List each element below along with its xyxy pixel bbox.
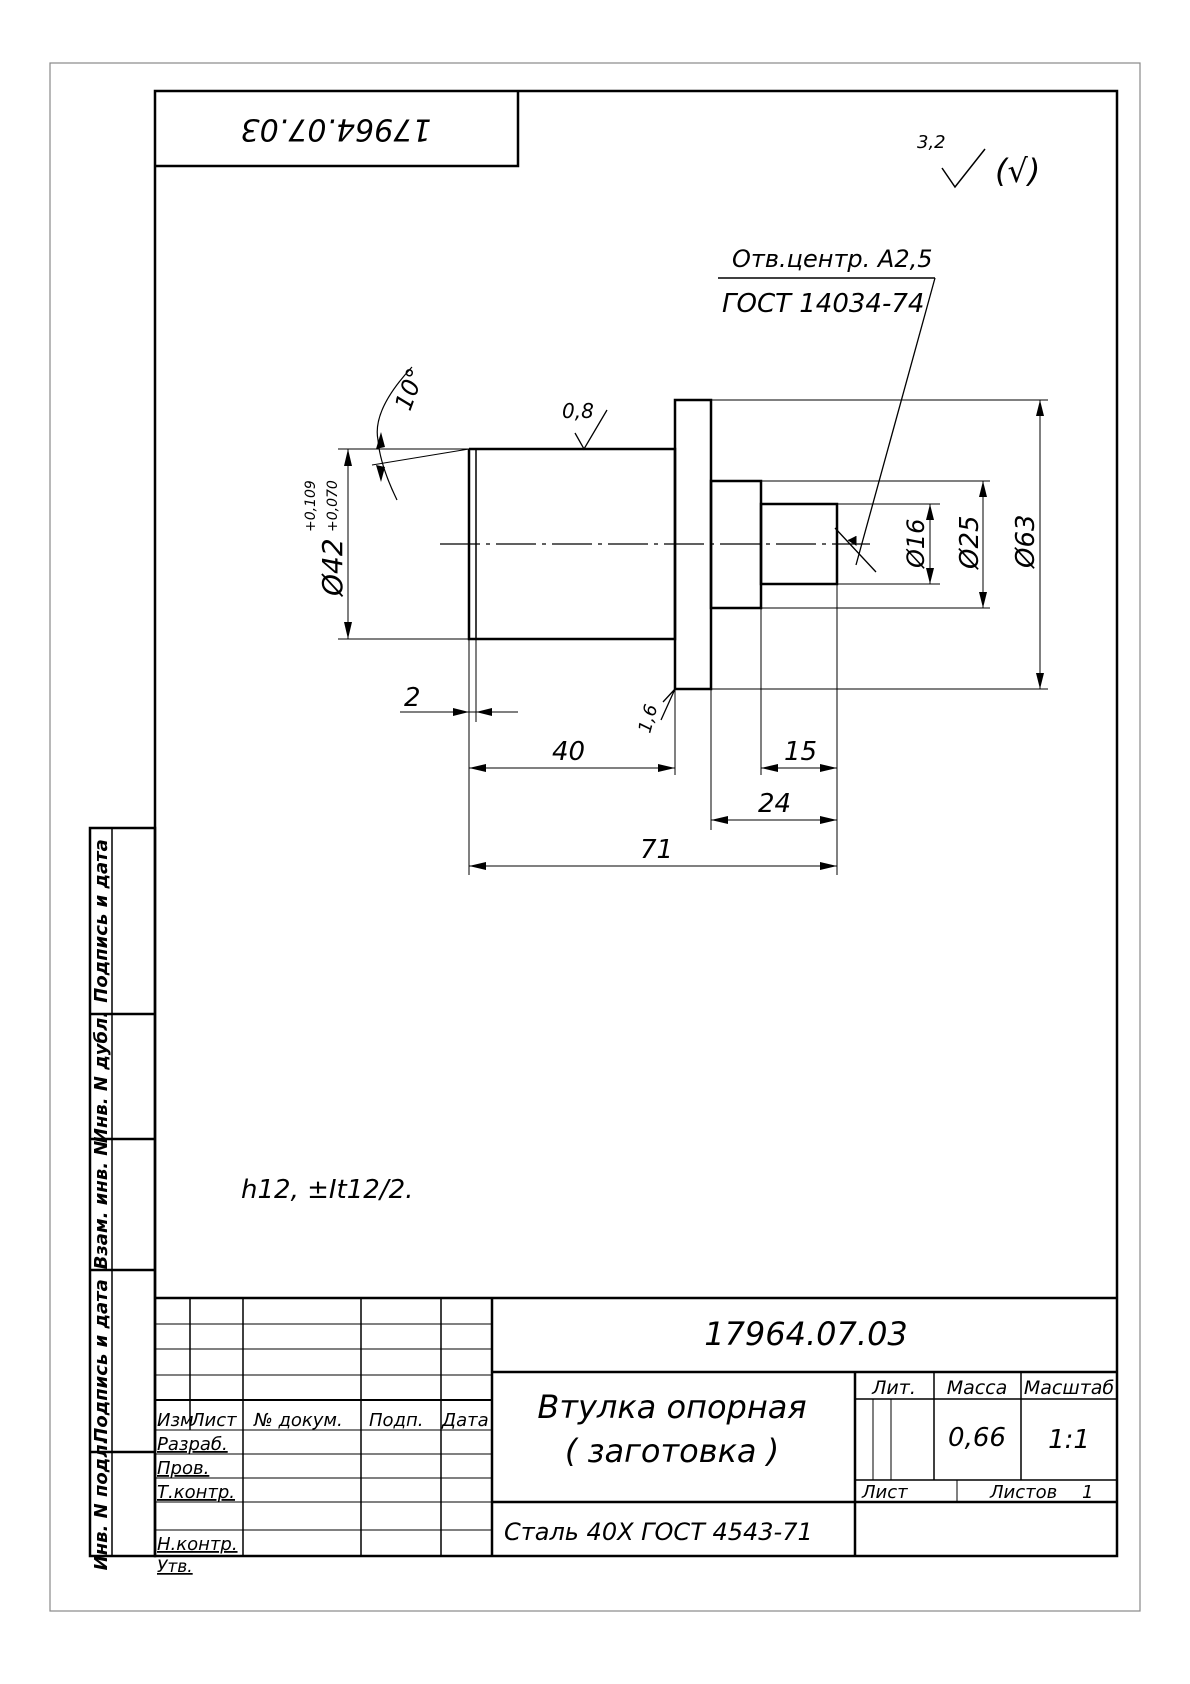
roughness-shoulder-symbol [660, 688, 676, 721]
roughness-other-symbol: (√) [995, 152, 1040, 190]
title-massa-label: Масса [947, 1377, 1008, 1399]
dia42-arrow-bottom [344, 622, 352, 639]
main-frame [153, 89, 1119, 1558]
dia25-label: Ø25 [955, 515, 985, 570]
roughness-shoulder-value: 1,6 [635, 702, 663, 735]
dia16-arrow-bottom [926, 568, 934, 584]
dim2-label: 2 [404, 683, 421, 713]
dia25-arrow-top [979, 481, 987, 497]
roughness-general-value: 3,2 [917, 132, 946, 153]
dim24-arrow-right [820, 816, 837, 824]
side-podpis-data-1: Подпись и дата [91, 1279, 112, 1442]
dia42-tol-lower: +0,070 [325, 480, 341, 532]
title-utv-label: Утв. [157, 1557, 193, 1577]
dia63-arrow-bottom [1036, 673, 1044, 689]
rotated-drawing-number: 17964.07.03 [241, 112, 432, 147]
roughness-general-symbol [941, 148, 986, 189]
side-inv-dubl: Инв. N дубл. [91, 1011, 112, 1143]
dim24-arrow-left [711, 816, 728, 824]
center-hole-arrow [847, 536, 857, 546]
dim40-label: 40 [552, 737, 585, 767]
title-list-label: Лист [861, 1482, 908, 1503]
center-hole-note-1: Отв.центр. А2,5 [732, 245, 933, 273]
center-hole-note-2: ГОСТ 14034-74 [722, 289, 924, 319]
dim71-label: 71 [640, 835, 673, 865]
title-material: Сталь 40Х ГОСТ 4543-71 [504, 1518, 813, 1546]
title-n-dokum-label: № докум. [253, 1410, 343, 1431]
angle-label: 10° [389, 364, 430, 414]
title-block-grid [155, 1296, 1117, 1556]
dia42-tol-upper: +0,109 [303, 480, 319, 532]
dia42-arrow-top [344, 449, 352, 466]
dia16-arrow-top [926, 504, 934, 520]
title-mass-value: 0,66 [948, 1423, 1006, 1453]
dim40-arrow-left [469, 764, 486, 772]
top-number-box [155, 91, 520, 168]
angle-ext-slanted [371, 448, 470, 466]
dim2-arrow-left [453, 708, 469, 716]
dim40-arrow-right [658, 764, 675, 772]
outer-border [49, 62, 1141, 1612]
angle-arrow-bottom [376, 465, 385, 482]
title-listov-label: Листов [989, 1482, 1057, 1503]
dia25-arrow-bottom [979, 592, 987, 608]
title-prov-label: Пров. [157, 1458, 209, 1479]
title-scale-value: 1:1 [1048, 1425, 1090, 1455]
tolerance-note: h12, ±It12/2. [241, 1175, 413, 1205]
title-podp-label: Подп. [369, 1410, 423, 1431]
angle-arrow-top [376, 432, 385, 449]
side-podpis-data-2: Подпись и дата [91, 839, 112, 1002]
dim15-arrow-right [820, 764, 837, 772]
side-inv-podl: Инв. N подл. [91, 1438, 112, 1571]
title-name-line2: ( заготовка ) [565, 1432, 779, 1470]
title-masshtab-label: Масштаб [1024, 1377, 1115, 1399]
title-t-kontr-label: Т.контр. [157, 1482, 235, 1503]
title-listov-value: 1 [1082, 1482, 1093, 1503]
title-n-kontr-label: Н.контр. [157, 1534, 238, 1555]
angle-arc [376, 366, 413, 501]
title-list-col-label: Лист [190, 1410, 237, 1431]
dim2-arrow-right [476, 708, 492, 716]
dia63-arrow-top [1036, 400, 1044, 416]
dia42-label: Ø42 [316, 538, 349, 597]
side-stamp [88, 826, 157, 1558]
title-izm-label: Изм [157, 1410, 194, 1431]
title-lit-label: Лит. [871, 1377, 916, 1399]
title-name-line1: Втулка опорная [537, 1388, 806, 1426]
dim15-arrow-left [761, 764, 778, 772]
center-hole-symbol [834, 527, 877, 573]
dim15-label: 15 [784, 737, 817, 767]
center-hole-leader [855, 277, 936, 566]
dim24-label: 24 [758, 789, 791, 819]
dia16-label: Ø16 [902, 519, 930, 569]
dim71-arrow-right [820, 862, 837, 870]
title-doc-number: 17964.07.03 [704, 1315, 908, 1353]
dim71-arrow-left [469, 862, 486, 870]
title-razrab-label: Разраб. [157, 1434, 228, 1455]
title-data-label: Дата [441, 1410, 489, 1431]
dia63-label: Ø63 [1011, 514, 1041, 569]
roughness-face-symbol [574, 409, 608, 451]
roughness-face-value: 0,8 [562, 399, 594, 423]
side-vzam-inv: Взам. инв. N [91, 1141, 112, 1270]
